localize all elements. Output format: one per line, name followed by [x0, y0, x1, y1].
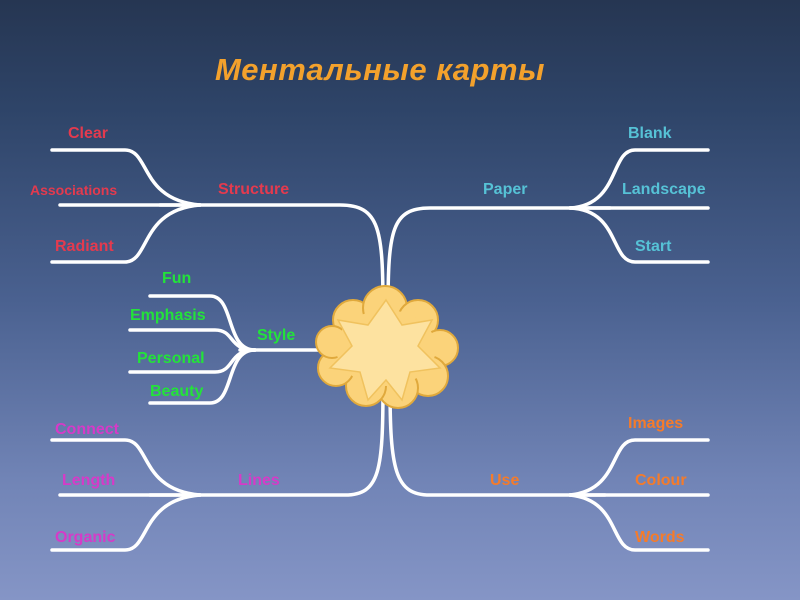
sub-label-images: Images: [628, 415, 684, 432]
sub-connector-connect: [50, 438, 202, 497]
branch-label-structure: Structure: [218, 181, 290, 198]
connector-paper: [386, 206, 612, 312]
sub-label-connect: Connect: [55, 421, 119, 438]
sub-connector-radiant: [50, 203, 202, 264]
sub-connector-words: [568, 493, 710, 552]
center-cloud: [315, 285, 459, 409]
branch-label-lines: Lines: [238, 472, 280, 489]
sub-label-associations: Associations: [30, 182, 118, 198]
page-title: Ментальные карты: [214, 52, 546, 87]
sub-label-beauty: Beauty: [150, 383, 204, 400]
branch-label-use: Use: [490, 472, 520, 489]
sub-label-organic: Organic: [55, 529, 116, 546]
center-star-icon: [328, 298, 442, 402]
connector-structure: [158, 203, 385, 312]
sub-label-words: Words: [635, 529, 685, 546]
sub-label-personal: Personal: [137, 350, 205, 367]
sub-connector-start: [568, 206, 710, 264]
sub-label-radiant: Radiant: [55, 238, 114, 255]
sub-label-fun: Fun: [162, 270, 192, 287]
connector-use: [388, 383, 607, 497]
sub-label-landscape: Landscape: [622, 181, 706, 198]
sub-connector-beauty: [148, 348, 257, 405]
sub-connector-images: [568, 438, 710, 497]
branch-label-style: Style: [257, 327, 296, 344]
sub-connector-organic: [50, 493, 202, 552]
connector-lines: [148, 383, 385, 497]
sub-connector-clear: [50, 148, 202, 207]
sub-label-length: Length: [62, 472, 116, 489]
sub-label-emphasis: Emphasis: [130, 307, 206, 324]
sub-label-colour: Colour: [635, 472, 687, 489]
sub-label-clear: Clear: [68, 125, 109, 142]
sub-label-blank: Blank: [628, 125, 672, 142]
sub-label-start: Start: [635, 238, 672, 255]
sub-connector-blank: [568, 148, 710, 210]
branch-label-paper: Paper: [483, 181, 528, 198]
